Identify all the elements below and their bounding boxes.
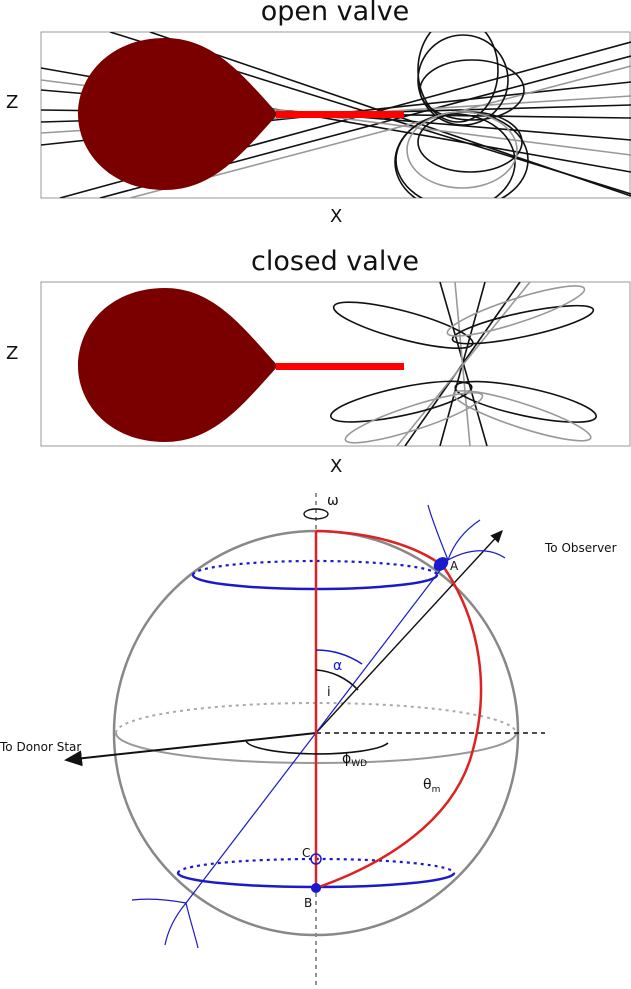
equator-back <box>115 702 517 734</box>
sphere-diagram: ω To Observer To Donor Star α i ϕWD θm A… <box>0 493 617 985</box>
closed-x-axis-label: X <box>330 456 343 477</box>
to-observer-label: To Observer <box>544 541 617 555</box>
i-arc <box>315 669 359 691</box>
to-donor-label: To Donor Star <box>0 740 81 754</box>
open-donor-star <box>78 38 278 190</box>
red-meridian-arc <box>315 529 483 890</box>
point-c-label: C <box>302 846 310 860</box>
alpha-label: α <box>333 658 342 674</box>
field-line-top <box>427 504 506 561</box>
closed-field-lines <box>329 282 597 446</box>
alpha-arc <box>315 649 363 665</box>
upper-latitude-back <box>191 559 439 576</box>
open-x-axis-label: X <box>330 206 343 227</box>
closed-z-axis-label: Z <box>6 343 19 364</box>
phi-label: ϕWD <box>342 751 367 769</box>
open-z-axis-label: Z <box>6 92 19 113</box>
field-line-bottom <box>131 898 199 949</box>
closed-valve-title: closed valve <box>251 246 419 277</box>
open-panel-frame <box>40 31 631 199</box>
rotation-arrow <box>303 508 329 520</box>
phi-arc <box>245 740 389 755</box>
to-observer-arrow <box>315 529 503 734</box>
closed-panel-frame <box>40 281 631 447</box>
open-valve-title: open valve <box>260 0 410 27</box>
theta-label: θm <box>423 777 440 795</box>
i-label: i <box>327 685 331 700</box>
omega-label: ω <box>327 493 339 509</box>
point-b-marker <box>311 883 321 893</box>
point-a-marker <box>433 557 449 571</box>
closed-donor-star <box>78 288 278 442</box>
point-c-marker <box>310 853 322 865</box>
open-accretion-stream <box>276 111 404 118</box>
closed-accretion-stream <box>276 363 404 370</box>
point-a-label: A <box>450 559 459 573</box>
to-donor-arrow <box>64 732 317 767</box>
point-b-label: B <box>304 896 312 910</box>
